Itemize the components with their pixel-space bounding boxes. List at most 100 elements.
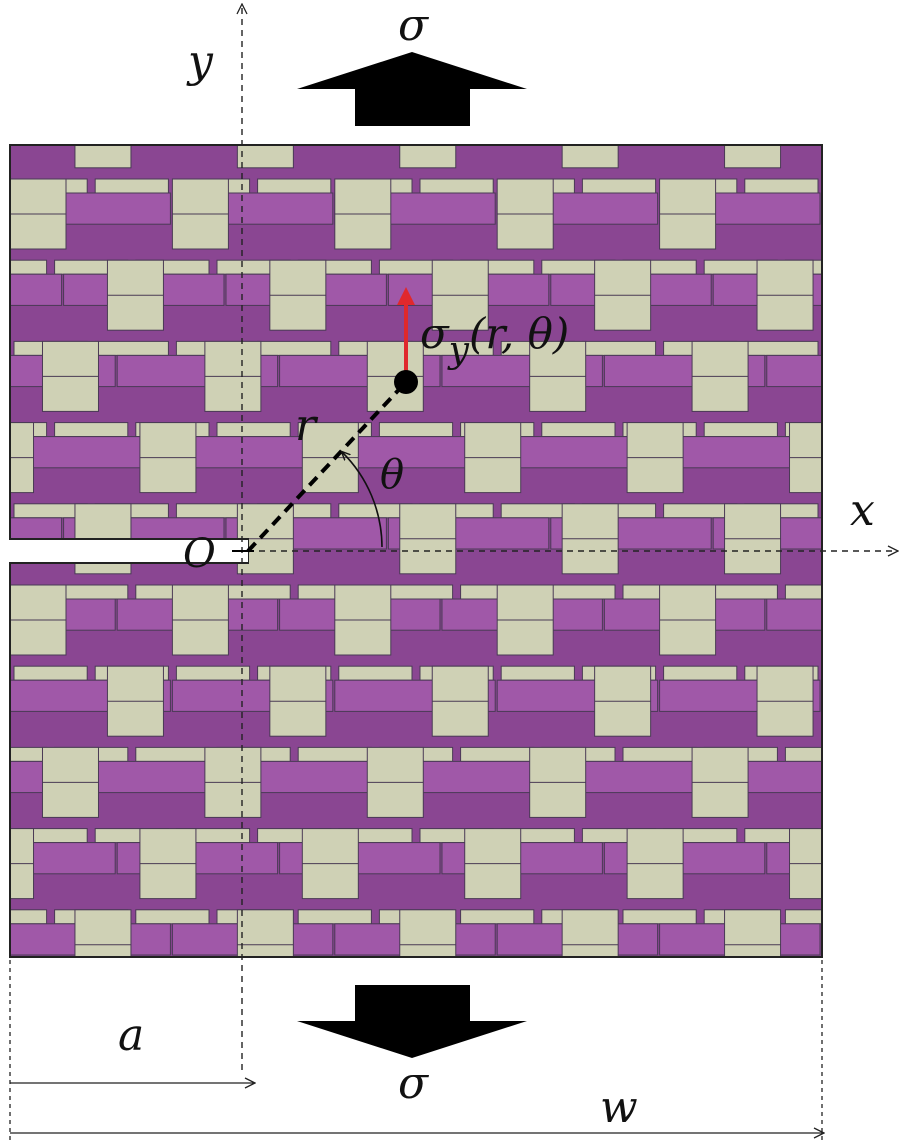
- warp-tow: [0, 112, 117, 143]
- weft-strip: [10, 259, 48, 275]
- x-axis-label: x: [850, 485, 875, 536]
- weft-strip: [581, 340, 657, 356]
- weft-strip: [338, 665, 413, 681]
- warp-tow: [821, 679, 822, 712]
- weft-strip: [622, 909, 697, 925]
- weft-crossover: [660, 991, 716, 1061]
- weft-strip: [10, 746, 48, 762]
- a-label: a: [118, 1010, 144, 1061]
- weft-crossover: [399, 145, 457, 169]
- weft-crossover: [887, 504, 902, 574]
- weft-strip: [867, 747, 902, 761]
- warp-tow: [766, 842, 822, 875]
- weft-strip: [826, 666, 899, 680]
- weft-strip: [135, 909, 210, 925]
- weft-strip: [297, 909, 372, 925]
- weft-strip: [10, 909, 48, 925]
- weft-strip: [744, 340, 819, 356]
- weft-strip: [704, 98, 777, 112]
- material-point: [394, 370, 418, 394]
- weft-strip: [0, 829, 6, 843]
- weft-strip: [460, 909, 535, 925]
- origin-label: O: [183, 531, 216, 577]
- weft-strip: [95, 991, 168, 1005]
- weft-strip: [14, 991, 87, 1005]
- weft-crossover: [399, 909, 457, 957]
- weft-strip: [826, 179, 899, 193]
- warp-tow: [766, 598, 822, 631]
- weft-strip: [0, 98, 47, 112]
- warp-tow: [0, 1005, 62, 1036]
- weft-crossover: [236, 909, 294, 957]
- weft-crossover: [74, 145, 132, 169]
- warp-tow: [876, 274, 902, 305]
- weft-strip: [94, 340, 169, 356]
- weft-strip: [216, 422, 291, 438]
- weft-strip: [501, 991, 574, 1005]
- warp-tow: [0, 437, 8, 468]
- weft-strip: [500, 665, 575, 681]
- warp-tow: [0, 193, 8, 224]
- weft-strip: [136, 98, 209, 112]
- weft-strip: [378, 422, 454, 438]
- weft-crossover: [561, 145, 619, 169]
- weft-crossover: [854, 341, 902, 411]
- weft-strip: [217, 98, 290, 112]
- r-label: r: [295, 400, 319, 451]
- crack-notch: [8, 540, 248, 562]
- weft-strip: [744, 178, 819, 194]
- weft-strip: [257, 340, 332, 356]
- weft-strip: [784, 746, 822, 762]
- weft-strip: [867, 910, 902, 924]
- theta-label: θ: [380, 452, 404, 498]
- weft-strip: [94, 178, 169, 194]
- crack-notch-edge: [10, 538, 246, 564]
- weft-strip: [135, 746, 210, 762]
- weft-strip: [703, 422, 778, 438]
- weft-strip: [664, 991, 737, 1005]
- y-axis-label: y: [186, 36, 214, 87]
- stress-symbol: σ: [420, 309, 450, 358]
- weft-crossover: [887, 910, 902, 980]
- weft-strip: [419, 178, 494, 194]
- weft-strip: [176, 991, 249, 1005]
- warp-tow: [606, 112, 766, 143]
- weft-strip: [867, 423, 902, 437]
- weft-crossover: [822, 991, 878, 1061]
- weft-strip: [0, 991, 6, 1005]
- weft-strip: [55, 98, 128, 112]
- weft-strip: [13, 665, 88, 681]
- weft-strip: [623, 98, 696, 112]
- warp-tow: [768, 112, 902, 143]
- weft-strip: [541, 422, 616, 438]
- stress-subscript: y: [447, 330, 470, 371]
- w-label: w: [600, 1082, 638, 1133]
- sigma-bottom-label: σ: [398, 1058, 430, 1109]
- bottom-load-arrow: [297, 985, 527, 1058]
- warp-tow: [876, 761, 902, 792]
- weft-crossover: [0, 260, 1, 330]
- stress-label: σy(r, θ): [420, 309, 569, 371]
- weft-crossover: [172, 991, 228, 1061]
- weft-strip: [826, 341, 899, 355]
- sigma-top-label: σ: [398, 0, 430, 51]
- warp-tow: [821, 192, 822, 225]
- weft-strip: [460, 746, 535, 762]
- weft-strip: [785, 98, 858, 112]
- warp-tow: [0, 680, 8, 711]
- weft-strip: [461, 98, 534, 112]
- weft-crossover: [887, 98, 902, 168]
- weft-strip: [784, 909, 822, 925]
- weft-strip: [581, 178, 657, 194]
- warp-tow: [551, 1005, 711, 1036]
- weft-strip: [0, 666, 6, 680]
- warp-tow: [876, 1005, 902, 1036]
- weft-strip: [0, 341, 6, 355]
- warp-tow: [766, 354, 822, 388]
- weft-strip: [175, 665, 251, 681]
- weft-crossover: [821, 178, 822, 250]
- radius-line: [246, 380, 408, 553]
- woven-composite-specimen: [0, 98, 902, 1061]
- weft-strip: [582, 991, 655, 1005]
- theta-arc: [342, 452, 383, 548]
